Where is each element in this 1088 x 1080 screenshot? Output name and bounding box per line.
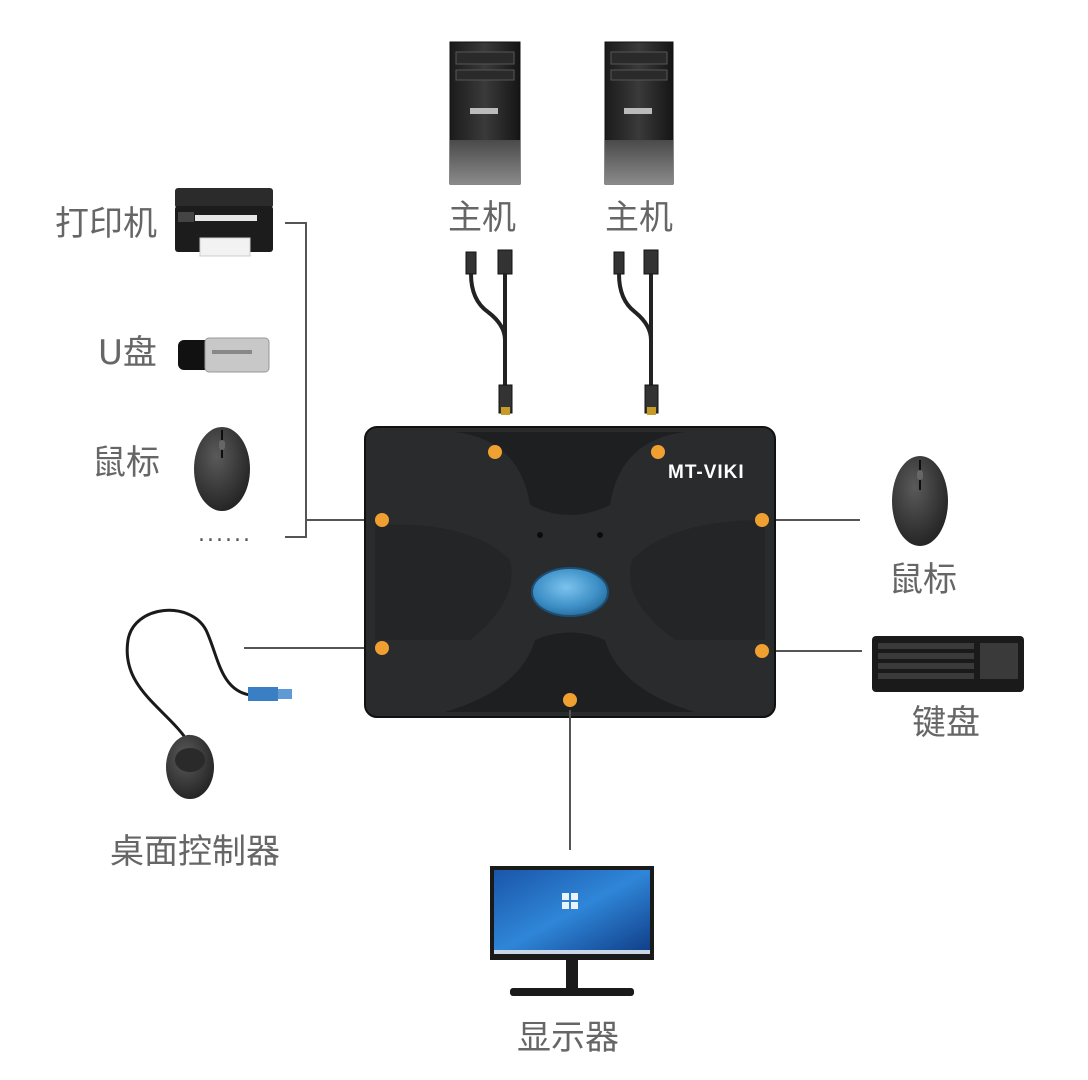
desktop-controller-plug-icon xyxy=(166,687,292,799)
host-cable-2-icon xyxy=(613,249,659,415)
brand-logo: MT-VIKI xyxy=(668,462,745,483)
port-mouse xyxy=(755,513,769,527)
more-devices-label: ...... xyxy=(198,522,252,547)
port-monitor xyxy=(563,693,577,707)
printer-icon xyxy=(175,188,273,257)
port-usb-left xyxy=(375,513,389,527)
host-1-label: 主机 xyxy=(448,198,516,238)
mouse-right-label: 鼠标 xyxy=(889,560,957,600)
mouse-right-icon xyxy=(892,456,948,546)
desktop-controller-icon xyxy=(125,608,251,746)
keyboard-label: 键盘 xyxy=(912,703,980,743)
usb-drive-icon xyxy=(178,337,270,373)
port-dots xyxy=(375,445,769,707)
desktop-controller-label: 桌面控制器 xyxy=(110,832,280,872)
printer-label: 打印机 xyxy=(55,204,157,244)
host-pc-1-icon xyxy=(449,41,521,185)
host-pc-2-icon xyxy=(604,41,674,185)
keyboard-icon xyxy=(872,636,1024,692)
usb-drive-label: U盘 xyxy=(98,333,157,373)
monitor-label: 显示器 xyxy=(517,1018,619,1058)
switch-button[interactable] xyxy=(531,567,609,617)
port-host-1 xyxy=(488,445,502,459)
port-host-2 xyxy=(651,445,665,459)
host-2-label: 主机 xyxy=(605,198,673,238)
host-cable-1-icon xyxy=(465,249,513,415)
mouse-left-icon xyxy=(194,427,250,511)
port-keyboard xyxy=(755,644,769,658)
left-peripheral-connector xyxy=(285,222,370,538)
mouse-left-label: 鼠标 xyxy=(92,443,160,483)
port-controller xyxy=(375,641,389,655)
monitor-icon xyxy=(490,866,654,996)
